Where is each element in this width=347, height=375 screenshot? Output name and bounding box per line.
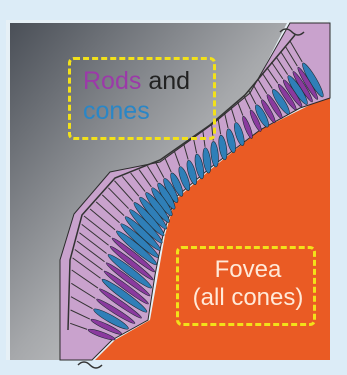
fovea-label: Fovea (all cones) bbox=[186, 256, 310, 312]
cut-mark-bottom bbox=[78, 362, 102, 368]
cones-word: cones bbox=[83, 97, 150, 125]
rods-cones-label: Rods and cones bbox=[83, 66, 190, 126]
fovea-line-1: Fovea bbox=[186, 256, 310, 284]
and-word: and bbox=[141, 67, 190, 95]
rods-word: Rods bbox=[83, 67, 141, 95]
fovea-line-2: (all cones) bbox=[186, 284, 310, 312]
